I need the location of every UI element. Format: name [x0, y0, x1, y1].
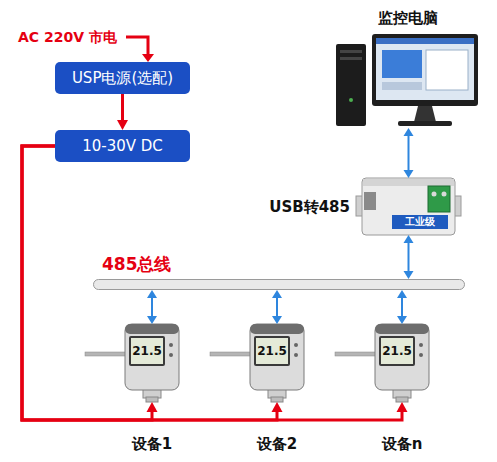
sensor-device: 设备2 [249, 324, 305, 402]
signal-link [401, 298, 403, 316]
sensor-illustration-part [375, 324, 429, 390]
signal-link [276, 298, 278, 316]
computer-illustration-part [336, 44, 366, 126]
sensor-illustration-part [375, 324, 429, 334]
lcd-reading: 21.5 [256, 344, 288, 358]
arrow-head [272, 316, 282, 324]
sensor-illustration-part [294, 343, 298, 347]
arrow-head [147, 402, 158, 412]
computer-label: 监控电脑 [378, 8, 438, 28]
converter-illustration-part [442, 192, 447, 197]
power-wire [117, 94, 128, 130]
computer-illustration-part [340, 50, 362, 53]
sensor-illustration-part [294, 353, 298, 357]
sensor-device-label: 设备n [382, 434, 423, 454]
bus-line-label: 485总线 [102, 253, 172, 275]
sensor-illustration [85, 324, 179, 402]
converter-illustration-part [432, 192, 437, 197]
arrow-head [272, 290, 282, 298]
arrow-head [397, 290, 407, 298]
power-box-label: USP电源(选配) [72, 68, 173, 88]
mains-feed-arrow [126, 37, 154, 62]
sensor-illustration-part [250, 324, 304, 390]
lcd-reading: 21.5 [131, 344, 163, 358]
computer-illustration-part [340, 57, 362, 60]
arrow-head [147, 290, 157, 298]
arrow-head [404, 170, 414, 178]
sensor-illustration-part [419, 353, 423, 357]
power-box: 10-30V DC [55, 130, 190, 162]
sensor-illustration-part [210, 352, 252, 356]
sensor-illustration-part [250, 324, 304, 334]
computer-illustration-part [349, 98, 353, 102]
converter-illustration-part [392, 215, 448, 229]
converter-illustration-part [364, 192, 376, 210]
computer-illustration-part [372, 34, 478, 106]
power-box-label: 10-30V DC [82, 136, 163, 156]
sensor-illustration-part [379, 336, 415, 366]
lcd-reading: 21.5 [381, 344, 413, 358]
arrow-head [147, 316, 157, 324]
sensor-illustration-part [254, 336, 290, 366]
computer-illustration-part [376, 38, 474, 44]
bus-line: 485总线 [93, 279, 465, 290]
sensor-illustration-part [131, 338, 163, 364]
sensor-illustration-part [125, 324, 179, 334]
computer-illustration-part [414, 106, 436, 122]
sensor-illustration-part [419, 343, 423, 347]
sensor-illustration-part [271, 397, 283, 402]
arrow-head [397, 316, 407, 324]
sensor-illustration-part [396, 397, 408, 402]
sensor-device: 设备n [374, 324, 430, 402]
arrow-head [397, 402, 408, 412]
sensor-illustration-part [146, 397, 158, 402]
converter-illustration-part [428, 186, 450, 212]
sensor-illustration-part [169, 353, 173, 357]
sensor-illustration-part [256, 338, 288, 364]
signal-link [151, 298, 153, 316]
computer-illustration-part [382, 82, 422, 90]
signal-link [404, 235, 414, 279]
signal-link [147, 290, 157, 324]
sensor-illustration [210, 324, 304, 402]
power-box: USP电源(选配) [55, 62, 190, 94]
sensor-illustration-part [129, 336, 165, 366]
product-grade: 工业级 [392, 215, 448, 229]
signal-link [408, 136, 410, 170]
computer-illustration-part [376, 38, 474, 100]
signal-link [408, 243, 410, 271]
computer: 监控电脑 [335, 32, 480, 128]
sensor-illustration-part [85, 352, 127, 356]
signal-link [404, 128, 414, 178]
arrow-head [404, 235, 414, 243]
arrow-head [272, 402, 283, 412]
sensor-illustration-part [381, 338, 413, 364]
mains-feed-arrow-part [126, 37, 148, 54]
sensor-illustration-part [169, 343, 173, 347]
signal-link [272, 290, 282, 324]
converter-illustration-part [363, 179, 454, 186]
sensor-illustration-part [125, 324, 179, 390]
mains-label: AC 220V 市电 [18, 27, 117, 47]
converter-illustration [356, 178, 461, 235]
arrow-head [117, 120, 128, 130]
computer-illustration-part [426, 50, 468, 90]
mains-feed-arrow-part [142, 54, 154, 62]
sensor-device: 设备1 [124, 324, 180, 402]
signal-link [397, 290, 407, 324]
converter-illustration-part [362, 178, 455, 235]
sensor-device-label: 设备1 [132, 434, 172, 454]
sensor-illustration [335, 324, 429, 402]
computer-illustration-part [398, 121, 452, 126]
arrow-head [404, 271, 414, 279]
computer-illustration [336, 34, 478, 126]
arrow-head [404, 128, 414, 136]
sensor-illustration-part [335, 352, 377, 356]
sensor-device-label: 设备2 [257, 434, 297, 454]
power-wire [121, 94, 124, 120]
computer-illustration-part [382, 50, 422, 78]
converter-label: USB转485 [269, 197, 350, 217]
